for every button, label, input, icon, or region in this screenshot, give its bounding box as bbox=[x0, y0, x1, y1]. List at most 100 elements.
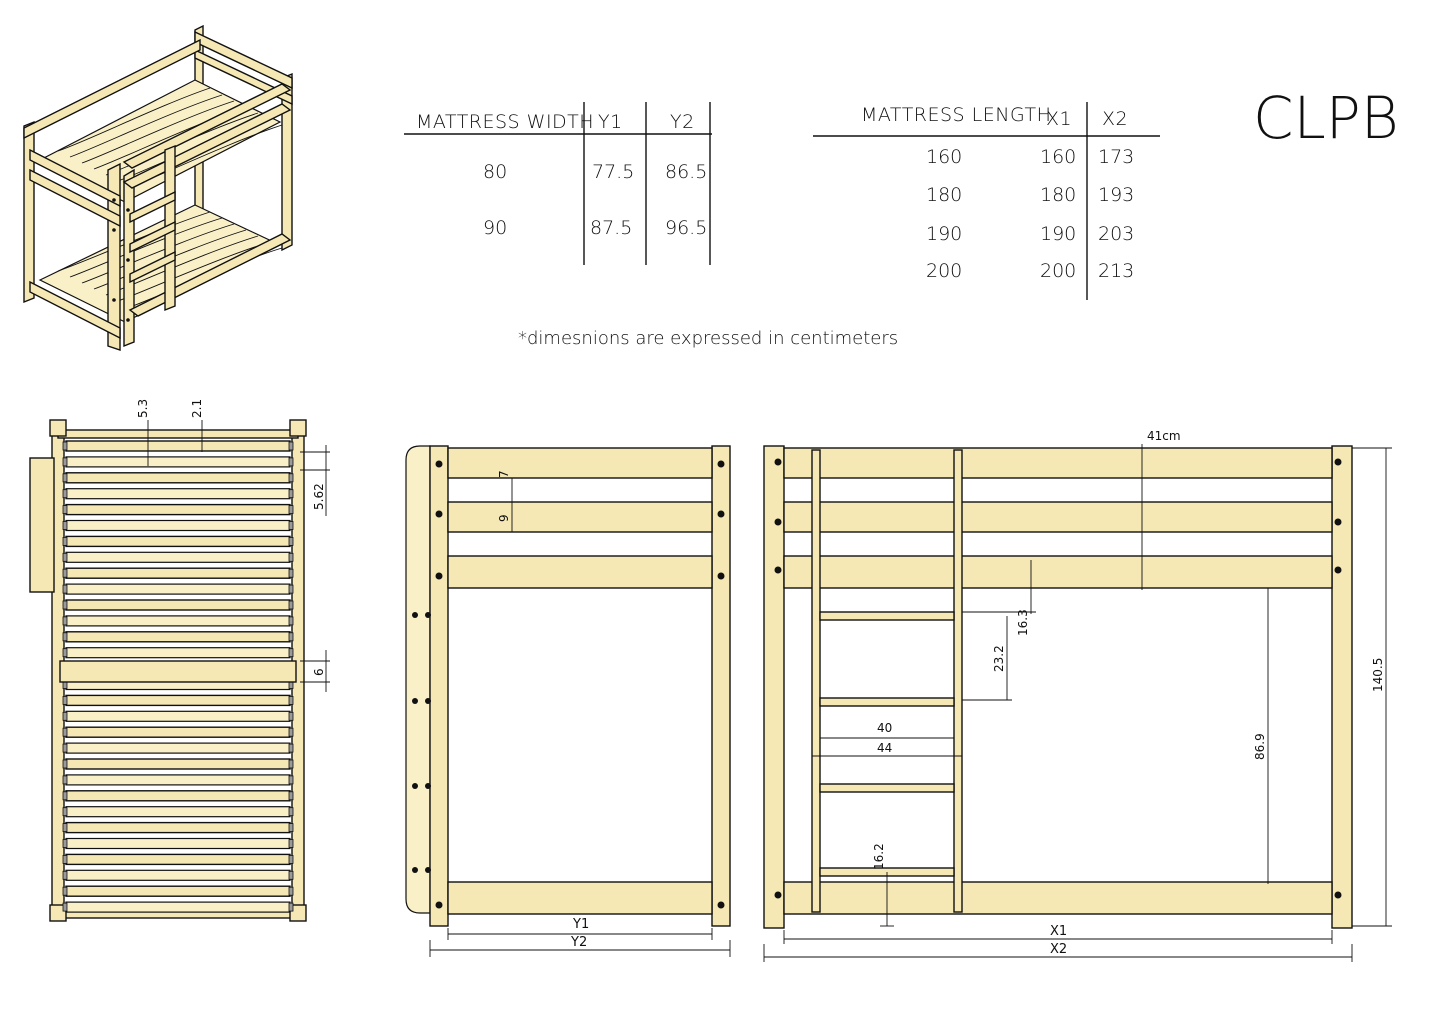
isometric-bed-view bbox=[23, 24, 293, 351]
slat-holder bbox=[288, 855, 294, 864]
slat-holder bbox=[62, 537, 68, 546]
top-view-slat-frame: 5.3 2.1 5.62 6 bbox=[29, 399, 330, 922]
slat bbox=[65, 551, 291, 563]
length-row-1-x1: 180 bbox=[1040, 184, 1076, 206]
dim-total-height: 140.5 bbox=[1371, 658, 1385, 692]
slat bbox=[65, 758, 291, 770]
dim-bottom-rung: 16.2 bbox=[872, 843, 886, 870]
mattress-width-table: MATTRESS WIDTH Y1 Y2 80 77.5 86.5 90 87.… bbox=[404, 102, 712, 265]
slat-holder bbox=[62, 870, 68, 880]
slat-holder bbox=[288, 791, 294, 801]
length-row-0-size: 160 bbox=[926, 146, 962, 168]
mattress-length-table: MATTRESS LENGTH X1 X2 160 160 173 180 18… bbox=[813, 102, 1160, 300]
dim-ladder-outer: 44 bbox=[877, 741, 892, 755]
width-row-1-y1: 87.5 bbox=[590, 217, 632, 239]
slat-holder bbox=[288, 886, 294, 896]
length-row-3-size: 200 bbox=[926, 260, 962, 282]
slat-holder bbox=[62, 505, 68, 515]
slat-holder bbox=[288, 457, 294, 467]
slat-holder bbox=[288, 839, 294, 848]
slat-holder bbox=[288, 489, 294, 499]
length-row-3-x1: 200 bbox=[1040, 260, 1076, 282]
slat-holder bbox=[62, 855, 68, 864]
slat bbox=[65, 615, 291, 627]
slat bbox=[65, 599, 291, 611]
slat bbox=[65, 837, 291, 850]
slat-holder bbox=[288, 711, 294, 721]
slat bbox=[65, 853, 291, 866]
model-title: CLPB bbox=[1253, 84, 1399, 152]
slat-holder bbox=[288, 727, 294, 737]
units-note: *dimesnions are expressed in centimeters bbox=[518, 328, 898, 349]
length-table-header-0: MATTRESS LENGTH bbox=[861, 104, 1051, 126]
slat-holder bbox=[62, 886, 68, 896]
slat-holder bbox=[288, 537, 294, 546]
slat-holder bbox=[62, 521, 68, 530]
width-table-header-1: Y1 bbox=[598, 111, 623, 133]
slat-holder bbox=[62, 441, 68, 451]
dim-x1: X1 bbox=[1050, 924, 1067, 939]
length-row-1-size: 180 bbox=[926, 184, 962, 206]
slat bbox=[65, 631, 291, 643]
dim-rung-spacing: 23.2 bbox=[992, 645, 1006, 672]
slat bbox=[65, 901, 291, 913]
length-row-3-x2: 213 bbox=[1098, 260, 1134, 282]
slat-holder bbox=[62, 759, 68, 769]
length-row-0-x1: 160 bbox=[1040, 146, 1076, 168]
slat bbox=[65, 456, 291, 468]
slat-holder bbox=[62, 807, 68, 817]
slat-holder bbox=[62, 584, 68, 594]
length-row-0-x2: 173 bbox=[1098, 146, 1134, 168]
dim-ladder-inner: 40 bbox=[877, 721, 892, 735]
slat-holder bbox=[62, 839, 68, 848]
slat-holder bbox=[62, 568, 68, 578]
slat-holder bbox=[62, 648, 68, 658]
slat-holder bbox=[62, 711, 68, 721]
length-table-header-1: X1 bbox=[1046, 108, 1072, 130]
slat bbox=[65, 519, 291, 532]
slat-holder bbox=[62, 489, 68, 499]
slat bbox=[65, 806, 291, 818]
dim-rail-gap: 7 bbox=[497, 470, 511, 478]
dim-rail-height: 9 bbox=[497, 514, 511, 522]
length-row-2-x1: 190 bbox=[1040, 223, 1076, 245]
front-view: 41cm 16.3 23.2 40 44 16.2 86.9 140.5 X1 … bbox=[763, 429, 1392, 962]
top-view-slats bbox=[59, 440, 297, 913]
slat bbox=[65, 583, 291, 595]
slat-holder bbox=[288, 616, 294, 626]
width-row-0-y2: 86.5 bbox=[665, 161, 707, 183]
slat-holder bbox=[288, 552, 294, 562]
slat-holder bbox=[288, 775, 294, 785]
slat bbox=[65, 774, 291, 786]
slat-holder bbox=[62, 552, 68, 562]
length-row-1-x2: 193 bbox=[1098, 184, 1134, 206]
dim-rung-offset: 16.3 bbox=[1016, 609, 1030, 636]
dim-center-slat: 6 bbox=[312, 668, 326, 676]
dim-y1: Y1 bbox=[572, 917, 589, 932]
length-table-header-2: X2 bbox=[1102, 108, 1128, 130]
slat bbox=[65, 647, 291, 659]
dim-y2: Y2 bbox=[570, 935, 587, 950]
slat-holder bbox=[62, 616, 68, 626]
slat-holder bbox=[288, 584, 294, 594]
slat-holder bbox=[62, 823, 68, 832]
side-view: 7 9 Y1 Y2 bbox=[405, 445, 731, 957]
slat bbox=[65, 440, 291, 452]
width-row-1-y2: 96.5 bbox=[665, 217, 707, 239]
width-row-0-size: 80 bbox=[483, 161, 507, 183]
slat-holder bbox=[62, 902, 68, 912]
slat-holder bbox=[288, 648, 294, 658]
length-table-rows: 160 160 173 180 180 193 190 190 203 200 … bbox=[926, 146, 1134, 282]
slat-holder bbox=[288, 823, 294, 832]
slat-holder bbox=[288, 521, 294, 530]
dim-top-gap: 41cm bbox=[1147, 429, 1181, 443]
slat bbox=[65, 567, 291, 579]
dim-x2: X2 bbox=[1050, 942, 1067, 957]
slat-holder bbox=[288, 505, 294, 515]
slat bbox=[65, 885, 291, 897]
slat-holder bbox=[288, 473, 294, 483]
slat-holder bbox=[288, 743, 294, 753]
slat-holder bbox=[288, 568, 294, 578]
slat-holder bbox=[62, 457, 68, 467]
